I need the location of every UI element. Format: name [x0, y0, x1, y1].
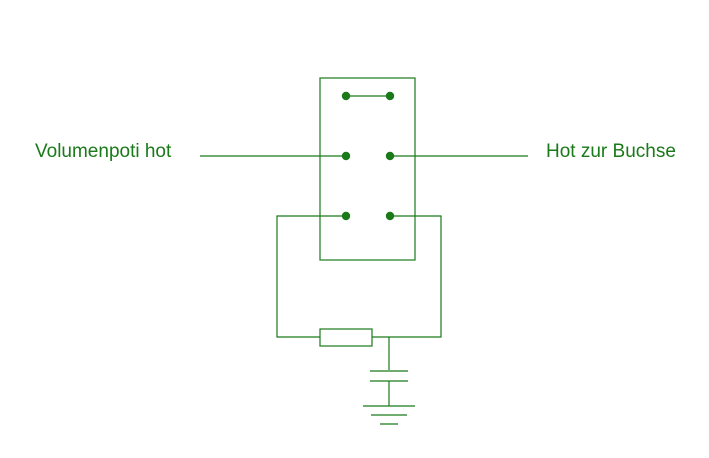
terminal-middle-right: [385, 151, 395, 161]
loop-wire-left: [276, 215, 346, 338]
label-volumenpoti-hot: Volumenpoti hot: [35, 141, 172, 162]
resistor: [319, 328, 373, 347]
terminal-top-left: [341, 91, 351, 101]
terminal-bottom-right: [385, 211, 395, 221]
terminal-top-right: [385, 91, 395, 101]
switch-body: [319, 77, 416, 261]
terminal-middle-left: [341, 151, 351, 161]
terminal-bottom-left: [341, 211, 351, 221]
label-hot-zur-buchse: Hot zur Buchse: [546, 141, 676, 162]
loop-wire-right: [372, 215, 442, 338]
